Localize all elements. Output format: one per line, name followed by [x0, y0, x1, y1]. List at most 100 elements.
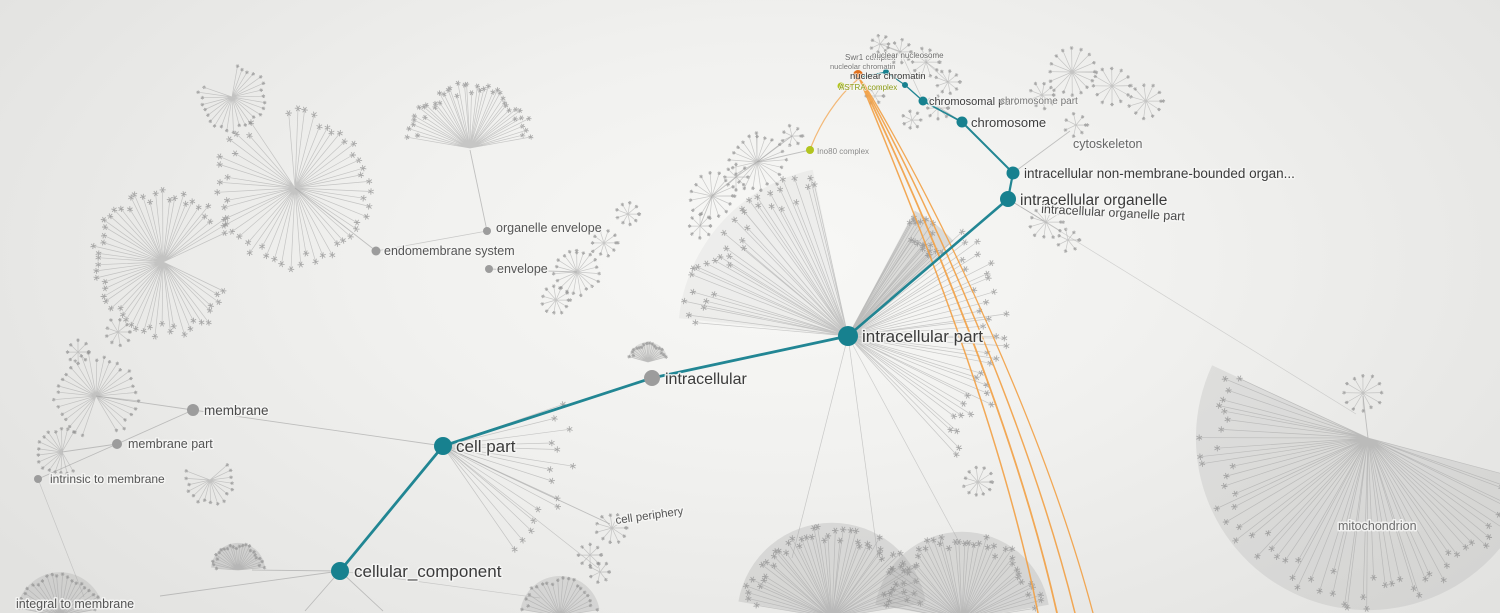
- cluster-fan-leaves: [520, 576, 600, 612]
- cluster-fan: [1065, 113, 1088, 137]
- cluster-fan-leaves: [184, 463, 235, 506]
- highlight-path-edge: [441, 376, 654, 448]
- orange-edge: [860, 80, 1058, 613]
- graph-node-cell-part[interactable]: [434, 437, 452, 455]
- cluster-fan: [198, 66, 265, 133]
- graph-label-intrinsic-to-membrane: intrinsic to membrane: [50, 472, 165, 486]
- graph-label-chromosome: chromosome: [971, 115, 1046, 130]
- graph-label-cellular-component: cellular_component: [354, 562, 502, 581]
- cluster-fan: [887, 39, 912, 63]
- graph-label-intracellular: intracellular: [665, 371, 747, 388]
- graph-label-nucleolar-chromatin: nucleolar chromatin: [830, 62, 895, 71]
- cluster-fan: [903, 111, 921, 128]
- cluster-fan: [616, 202, 640, 225]
- orange-edge: [863, 83, 1094, 613]
- gray-edge: [116, 409, 194, 445]
- cluster-fan-leaves: [17, 572, 100, 612]
- graph-node-intracellular-part[interactable]: [838, 326, 858, 346]
- cluster-fan-leaves: [722, 162, 750, 192]
- cluster-fan-leaves: [90, 186, 230, 340]
- cluster-fan-leaves: [680, 174, 818, 326]
- cluster-fan-leaves: [910, 46, 942, 78]
- highlight-path-edge: [338, 444, 445, 573]
- graph-node-intracellular[interactable]: [644, 370, 660, 386]
- cluster-fan: [592, 230, 619, 257]
- cluster-fan: [406, 83, 531, 149]
- cluster-fan: [1343, 375, 1382, 412]
- gray-edge: [294, 187, 377, 252]
- cluster-fan: [106, 319, 130, 346]
- graph-node-organelle-envelope[interactable]: [483, 227, 491, 235]
- cluster-fan: [746, 526, 921, 613]
- cluster-fan-leaves: [65, 338, 91, 366]
- gray-edge: [1007, 198, 1357, 415]
- cluster-fan: [596, 514, 627, 543]
- graph-label-envelope: envelope: [497, 262, 548, 276]
- graph-label-cell-periphery: cell periphery: [615, 506, 685, 527]
- cluster-fan: [871, 35, 889, 53]
- graph-node-astra-complex[interactable]: [837, 82, 845, 90]
- cluster-fan-leaves: [869, 33, 891, 54]
- cluster-fan-leaves: [1028, 204, 1065, 240]
- cluster-fan-fill: [520, 576, 600, 613]
- cluster-fan: [689, 214, 711, 239]
- cluster-fan: [690, 172, 735, 219]
- cluster-fan-leaves: [540, 284, 573, 315]
- graph-node-chromosomal-part[interactable]: [918, 96, 928, 106]
- cluster-fan-leaves: [615, 200, 642, 227]
- cluster-fan-leaves: [511, 401, 577, 553]
- cluster-fan: [93, 189, 227, 337]
- cluster-fan-leaves: [1027, 81, 1056, 111]
- gray-edge: [847, 335, 959, 541]
- graph-node-non-membrane-bounded-organelle[interactable]: [1006, 166, 1020, 180]
- graph-node-cellular-component[interactable]: [331, 562, 349, 580]
- cluster-fan: [590, 563, 610, 583]
- cluster-fan-leaves: [934, 69, 963, 96]
- graph-node-nuclear-chromatin[interactable]: [853, 70, 863, 80]
- graph-node-endomembrane-system[interactable]: [371, 246, 381, 256]
- cluster-fan: [212, 544, 265, 571]
- cluster-fan: [782, 125, 803, 146]
- cluster-fan-leaves: [1048, 46, 1099, 97]
- graph-node-envelope[interactable]: [485, 265, 493, 273]
- cluster-fan-leaves: [627, 341, 668, 359]
- graph-node-chromosome[interactable]: [956, 116, 968, 128]
- graph-node-path-node-1[interactable]: [902, 82, 908, 88]
- gray-edge: [1012, 130, 1071, 174]
- cluster-fan: [963, 467, 993, 495]
- orange-edge: [810, 79, 858, 148]
- cluster-fan-leaves: [1342, 373, 1384, 413]
- cluster-fan-leaves: [687, 212, 713, 240]
- graph-label-intracellular-organelle: intracellular organelle: [1020, 192, 1167, 209]
- gray-edge: [192, 409, 444, 447]
- cluster-fan: [1030, 205, 1064, 238]
- gray-edge: [469, 149, 488, 232]
- gray-edge: [159, 570, 341, 597]
- graph-node-ino80-complex[interactable]: [806, 146, 814, 154]
- graph-node-membrane[interactable]: [187, 404, 199, 416]
- cluster-fan-leaves: [594, 513, 629, 545]
- gray-edge: [251, 569, 341, 572]
- cluster-fan: [578, 544, 602, 566]
- orange-edge: [859, 79, 1039, 613]
- nodes-layer: [34, 69, 1020, 580]
- cluster-fan: [1050, 47, 1097, 96]
- gray-edge: [699, 195, 713, 227]
- graph-node-path-node-2[interactable]: [883, 69, 889, 75]
- graph-node-intrinsic-to-membrane[interactable]: [34, 475, 42, 483]
- orange-edge: [861, 81, 1076, 613]
- graph-label-membrane-part: membrane part: [128, 437, 213, 451]
- gray-edge: [711, 176, 737, 197]
- cluster-fan: [1093, 68, 1132, 105]
- highlight-path-edge: [860, 71, 887, 78]
- gray-edge: [37, 478, 85, 598]
- gray-edge: [61, 443, 118, 453]
- graph-node-intracellular-organelle[interactable]: [1000, 191, 1016, 207]
- gray-edge: [442, 445, 611, 525]
- cluster-fan-leaves: [104, 317, 132, 348]
- graph-node-membrane-part[interactable]: [112, 439, 122, 449]
- gray-edge: [847, 335, 879, 559]
- cluster-fan: [19, 574, 99, 613]
